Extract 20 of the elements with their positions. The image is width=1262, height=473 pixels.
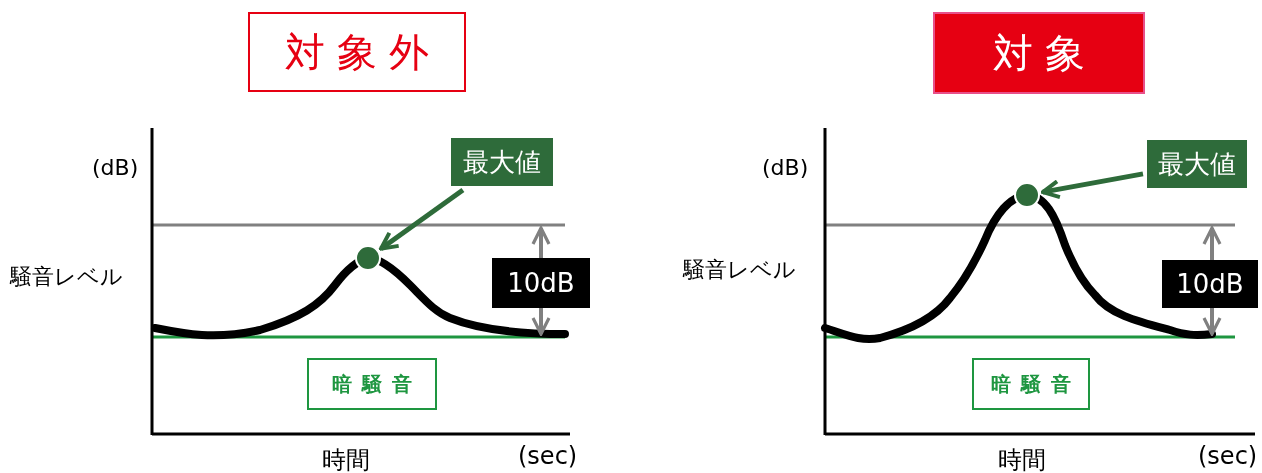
axis-unit-label: (sec) — [1198, 442, 1258, 470]
maximum-point-marker — [1014, 182, 1040, 208]
background-noise-box: 暗騒音 — [307, 358, 437, 410]
maximum-point-marker — [355, 245, 381, 271]
maximum-value-callout: 最大値 — [1147, 140, 1247, 188]
axis-title: 時間 — [322, 445, 370, 473]
axis-unit-label: (sec) — [518, 442, 578, 470]
arrow — [379, 187, 465, 251]
axis-title: 時間 — [998, 445, 1046, 473]
axis-title: 騒音レベル — [683, 256, 796, 284]
axis-title: 騒音レベル — [10, 263, 123, 291]
category-heading-box: 対象 — [933, 12, 1145, 94]
level-difference-label: 10dB — [492, 258, 590, 308]
category-heading-box: 対象外 — [248, 12, 466, 92]
maximum-value-callout: 最大値 — [451, 138, 553, 186]
axis-unit-label: (dB) — [762, 155, 809, 180]
level-difference-label: 10dB — [1162, 260, 1258, 308]
axis-unit-label: (dB) — [92, 155, 139, 180]
background-noise-box: 暗騒音 — [972, 358, 1090, 410]
arrow — [1040, 171, 1144, 200]
